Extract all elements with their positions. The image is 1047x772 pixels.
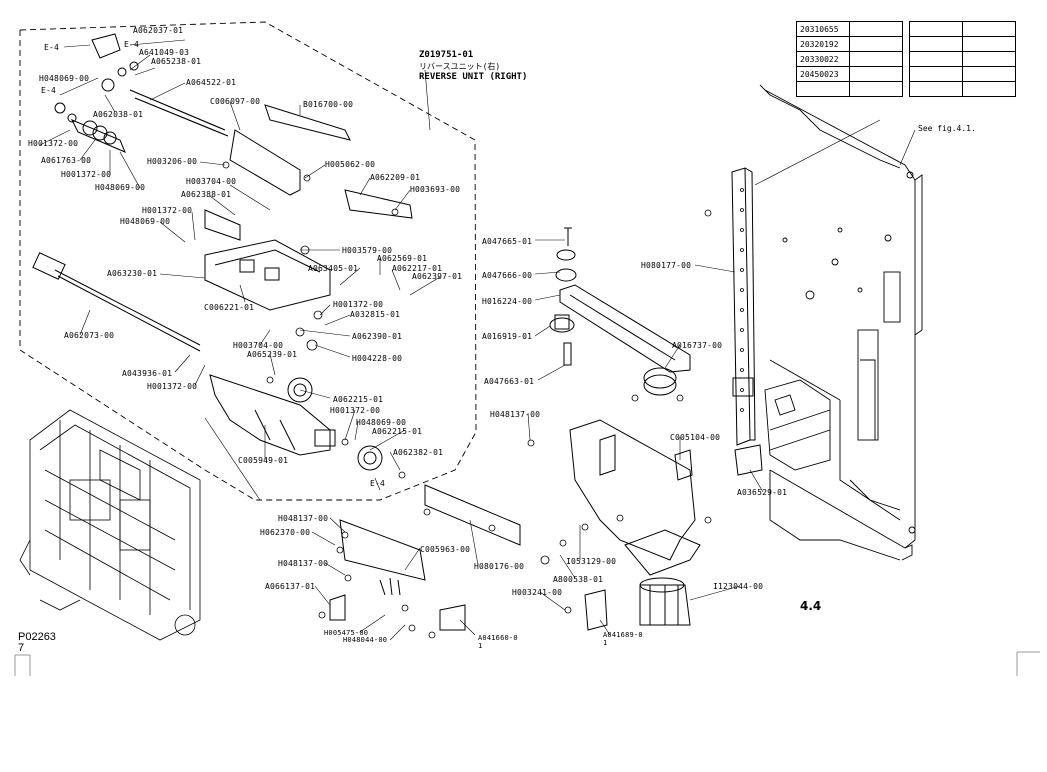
- part-callout: H048137-00: [278, 559, 329, 568]
- part-callout: A041689-0: [603, 631, 643, 639]
- part-callout: H001372-00: [142, 206, 193, 215]
- part-callout: H001372-00: [147, 382, 198, 391]
- part-callout: H003241-00: [512, 588, 563, 597]
- part-callout: A063230-01: [107, 269, 158, 278]
- part-callout: A062037-01: [133, 26, 184, 35]
- part-callout: A062217-01: [392, 264, 443, 273]
- assembly-thumbnail: [19, 409, 201, 641]
- part-callout: A047666-00: [482, 271, 533, 280]
- part-callout: A641049-03: [139, 48, 190, 57]
- assembly-name-jp: リバースユニット(右): [419, 62, 501, 71]
- part-callout: A047665-01: [482, 237, 533, 246]
- part-callout: H048044-00: [343, 636, 388, 644]
- part-callout: A016737-00: [672, 341, 723, 350]
- part-callout: A016919-01: [482, 332, 533, 341]
- part-callout: H001372-00: [330, 406, 381, 415]
- part-callout: A065239-01: [247, 350, 298, 359]
- part-callout: I053129-00: [566, 557, 617, 566]
- part-callout: H001372-00: [28, 139, 79, 148]
- part-callout: A062388-01: [181, 190, 232, 199]
- part-callout: H003704-00: [233, 341, 284, 350]
- part-callout: H003693-00: [410, 185, 461, 194]
- assembly-name-en: REVERSE UNIT (RIGHT): [419, 72, 528, 82]
- page-code-line2: 7: [18, 642, 25, 654]
- part-callout: H080177-00: [641, 261, 692, 270]
- revision-number: 20330022: [796, 51, 850, 67]
- part-callout: H048137-00: [490, 410, 541, 419]
- part-callout: A062215-01: [333, 395, 384, 404]
- revision-number: 20450023: [796, 66, 850, 82]
- part-callout: A061763-00: [41, 156, 92, 165]
- part-callout: C005963-00: [420, 545, 471, 554]
- part-callout: A062038-01: [93, 110, 144, 119]
- part-callout: A800538-01: [553, 575, 604, 584]
- assembly-number: Z019751-01: [419, 50, 474, 60]
- part-callout: H001372-00: [61, 170, 112, 179]
- part-callout: H080176-00: [474, 562, 525, 571]
- part-callout: H048069-00: [120, 217, 171, 226]
- part-callout: H004228-00: [352, 354, 403, 363]
- part-callout: H048069-00: [95, 183, 146, 192]
- page-code: P02263 7: [18, 632, 56, 654]
- revision-number: 20310655: [796, 21, 850, 37]
- part-callout: A065238-01: [151, 57, 202, 66]
- part-callout: H048137-00: [278, 514, 329, 523]
- part-callout: A063405-01: [308, 264, 359, 273]
- part-callout: C005104-00: [670, 433, 721, 442]
- part-callout: A062215-01: [372, 427, 423, 436]
- part-callout: A062569-01: [377, 254, 428, 263]
- figure-number: 4.4: [800, 599, 822, 613]
- part-callout: 1: [603, 639, 608, 647]
- part-callout: H048069-00: [356, 418, 407, 427]
- part-callout: A032815-01: [350, 310, 401, 319]
- part-callout: C006221-01: [204, 303, 255, 312]
- part-callout: A062073-00: [64, 331, 115, 340]
- page-code-line1: P02263: [18, 631, 56, 643]
- assembly-title: Z019751-01 リバースユニット(右) REVERSE UNIT (RIG…: [419, 50, 527, 83]
- part-callout: A062382-01: [393, 448, 444, 457]
- part-callout: A041660-0: [478, 634, 518, 642]
- revision-table-left: 20310655 20320192 20330022 20450023: [796, 21, 903, 97]
- part-callout: A066137-01: [265, 582, 316, 591]
- part-callout: A036529-01: [737, 488, 788, 497]
- part-callout: H048069-00: [39, 74, 90, 83]
- part-callout: H001372-00: [333, 300, 384, 309]
- part-callout: E-4: [44, 43, 60, 52]
- part-callout: C006097-00: [210, 97, 261, 106]
- part-callout: H005475-00: [324, 629, 369, 637]
- part-callout: E-4: [124, 40, 140, 49]
- part-callout: C005949-01: [238, 456, 289, 465]
- part-callout: H005062-00: [325, 160, 376, 169]
- part-callout: E-4: [370, 479, 386, 488]
- revision-number: 20320192: [796, 36, 850, 52]
- part-callout: I123044-00: [713, 582, 764, 591]
- reference-note: See fig.4.1.: [918, 124, 976, 133]
- part-callout: H003206-00: [147, 157, 198, 166]
- part-callout: B016700-00: [303, 100, 354, 109]
- part-callout: H003579-00: [342, 246, 393, 255]
- part-callout: H003704-00: [186, 177, 237, 186]
- revision-table-right: [909, 21, 1016, 97]
- part-callout: A062209-01: [370, 173, 421, 182]
- revision-number: [796, 81, 850, 97]
- part-callout: A043936-01: [122, 369, 173, 378]
- part-callout: A062390-01: [352, 332, 403, 341]
- part-callout: A062397-01: [412, 272, 463, 281]
- part-callout: 1: [478, 642, 483, 650]
- part-callout: A047663-01: [484, 377, 535, 386]
- part-callout: H062370-00: [260, 528, 311, 537]
- part-callout: H016224-00: [482, 297, 533, 306]
- part-callout: E-4: [41, 86, 57, 95]
- part-callout: A064522-01: [186, 78, 237, 87]
